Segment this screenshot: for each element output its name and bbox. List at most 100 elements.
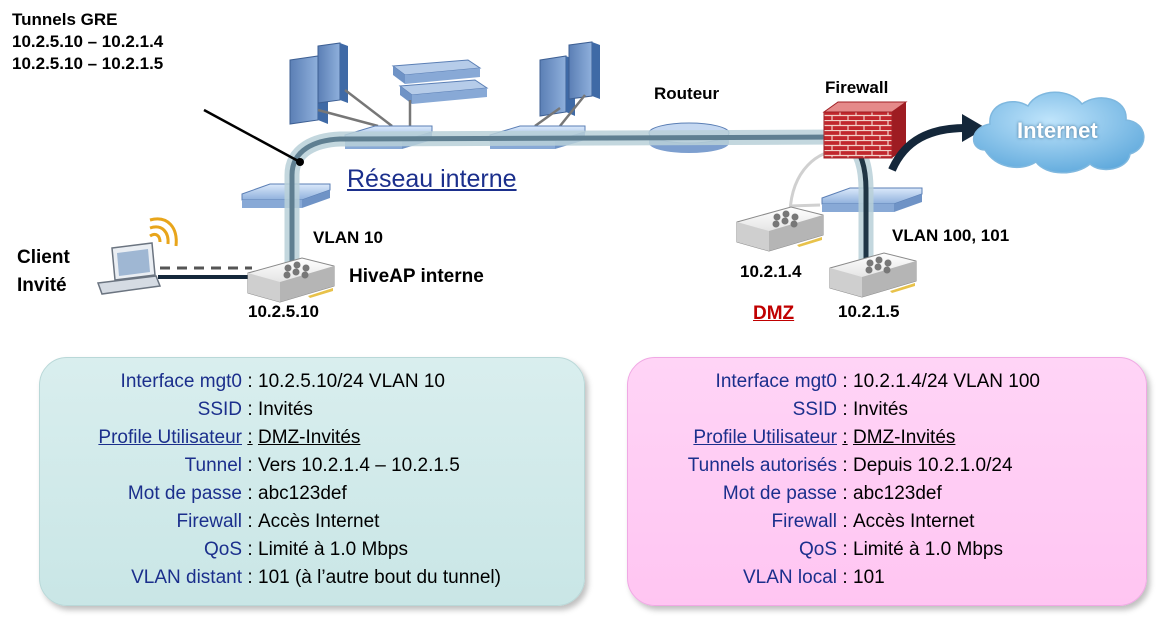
config-separator: :	[842, 455, 848, 476]
config-row: SSID:Invités	[40, 396, 584, 424]
client-label-line1: Client	[17, 247, 70, 268]
hiveap-icon	[829, 252, 917, 298]
config-row: Mot de passe:abc123def	[40, 480, 584, 508]
arrow-head-icon	[962, 114, 986, 142]
config-key: SSID	[197, 399, 242, 420]
config-value: Accès Internet	[258, 511, 380, 532]
router-label: Routeur	[654, 84, 720, 103]
server-links	[317, 89, 586, 128]
config-key: VLAN distant	[131, 567, 242, 588]
config-separator: :	[842, 511, 848, 532]
config-row: Mot de passe:abc123def	[628, 480, 1146, 508]
config-row: Profile Utilisateur:DMZ-Invités	[628, 424, 1146, 452]
config-value: Invités	[258, 399, 313, 420]
gre-title: Tunnels GRE	[12, 10, 118, 29]
config-separator: :	[247, 483, 253, 504]
vlan-dmz-label: VLAN 100, 101	[892, 226, 1010, 245]
internal-network-label: Réseau interne	[347, 165, 517, 193]
server-icon	[289, 42, 348, 125]
config-key: Mot de passe	[127, 483, 242, 504]
hiveap-interne-label: HiveAP interne	[349, 266, 484, 287]
gre-pointer-line	[203, 108, 301, 164]
config-value-link[interactable]: DMZ-Invités	[853, 427, 956, 448]
internet-label: Internet	[1017, 118, 1098, 143]
hiveap-interne-config-box: Interface mgt0:10.2.5.10/24 VLAN 10 SSID…	[39, 357, 585, 606]
config-value: Invités	[853, 399, 908, 420]
cloud-icon	[972, 91, 1145, 174]
config-key: Tunnel	[184, 455, 242, 476]
config-key: QoS	[203, 539, 242, 560]
firewall-icon	[822, 101, 908, 159]
server-icon	[539, 41, 600, 117]
config-separator: :	[842, 539, 848, 560]
config-key: Firewall	[771, 511, 837, 532]
config-row: QoS:Limité à 1.0 Mbps	[40, 536, 584, 564]
config-key-link[interactable]: Profile Utilisateur	[693, 427, 837, 448]
config-value: abc123def	[258, 483, 347, 504]
config-value-link[interactable]: DMZ-Invités	[258, 427, 361, 448]
config-value: 101	[853, 567, 885, 588]
gre-tunnel-2: 10.2.5.10 – 10.2.1.5	[12, 54, 164, 73]
client-label: Client Invité	[17, 244, 70, 300]
config-row: Firewall:Accès Internet	[40, 508, 584, 536]
config-separator: :	[247, 539, 253, 560]
config-separator: :	[842, 427, 848, 448]
config-key: Tunnels autorisés	[687, 455, 837, 476]
ip-dmz-ap2: 10.2.1.5	[838, 302, 900, 321]
config-key: Firewall	[176, 511, 242, 532]
config-value: Depuis 10.2.1.0/24	[853, 455, 1013, 476]
config-row: Profile Utilisateur:DMZ-Invités	[40, 424, 584, 452]
gre-tunnel-1: 10.2.5.10 – 10.2.1.4	[12, 32, 164, 51]
internet-link	[888, 124, 967, 172]
dmz-hiveap-config-box: Interface mgt0:10.2.1.4/24 VLAN 100 SSID…	[627, 357, 1147, 606]
wifi-signal-icon	[149, 217, 178, 247]
config-key-link[interactable]: Profile Utilisateur	[98, 427, 242, 448]
config-separator: :	[842, 567, 848, 588]
firewall-label: Firewall	[825, 78, 889, 97]
config-value: 10.2.5.10/24 VLAN 10	[258, 371, 445, 392]
client-label-line2: Invité	[17, 275, 67, 296]
config-row: VLAN local:101	[628, 564, 1146, 592]
config-key: Interface mgt0	[715, 371, 837, 392]
config-key: Mot de passe	[722, 483, 837, 504]
config-separator: :	[247, 455, 253, 476]
config-key: QoS	[798, 539, 837, 560]
dmz-label: DMZ	[753, 303, 795, 324]
config-value: Limité à 1.0 Mbps	[258, 539, 408, 560]
config-row: Firewall:Accès Internet	[628, 508, 1146, 536]
config-separator: :	[247, 427, 253, 448]
config-row: Interface mgt0:10.2.5.10/24 VLAN 10	[40, 368, 584, 396]
config-value: abc123def	[853, 483, 942, 504]
config-separator: :	[247, 399, 253, 420]
hiveap-icon	[736, 206, 824, 252]
config-value: Limité à 1.0 Mbps	[853, 539, 1003, 560]
config-separator: :	[247, 511, 253, 532]
gre-pointer-dot	[296, 158, 304, 166]
config-value: 10.2.1.4/24 VLAN 100	[853, 371, 1040, 392]
config-value: Vers 10.2.1.4 – 10.2.1.5	[258, 455, 460, 476]
gre-tunnels-label: Tunnels GRE 10.2.5.10 – 10.2.1.4 10.2.5.…	[12, 9, 163, 75]
ip-hiveap-interne: 10.2.5.10	[248, 302, 319, 321]
config-row: SSID:Invités	[628, 396, 1146, 424]
config-row: VLAN distant:101 (à l’autre bout du tunn…	[40, 564, 584, 592]
config-row: QoS:Limité à 1.0 Mbps	[628, 536, 1146, 564]
config-separator: :	[842, 371, 848, 392]
config-value: 101 (à l’autre bout du tunnel)	[258, 567, 501, 588]
gre-tunnel-core	[289, 134, 843, 268]
config-row: Interface mgt0:10.2.1.4/24 VLAN 100	[628, 368, 1146, 396]
config-separator: :	[247, 567, 253, 588]
config-key: VLAN local	[743, 567, 837, 588]
ip-dmz-ap1: 10.2.1.4	[740, 262, 802, 281]
config-key: Interface mgt0	[120, 371, 242, 392]
laptop-icon	[96, 242, 162, 295]
hiveap-icon	[247, 257, 335, 303]
rack-server-icon	[391, 59, 489, 104]
config-key: SSID	[792, 399, 837, 420]
config-separator: :	[842, 399, 848, 420]
vlan10-label: VLAN 10	[313, 228, 383, 247]
config-separator: :	[247, 371, 253, 392]
config-row: Tunnels autorisés:Depuis 10.2.1.0/24	[628, 452, 1146, 480]
config-value: Accès Internet	[853, 511, 975, 532]
config-separator: :	[842, 483, 848, 504]
